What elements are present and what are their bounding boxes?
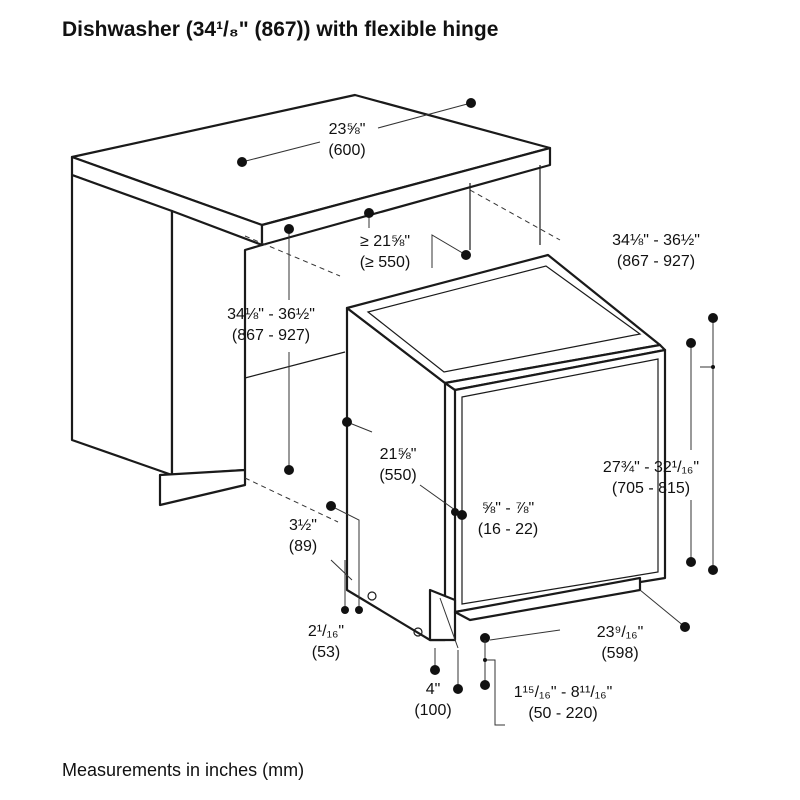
cabinet-drawing [70, 93, 561, 523]
cabinet-width-inch: 23⅝" [329, 121, 366, 138]
dimension-lines [237, 98, 718, 726]
panel-height-inch: 27¾" - 32¹/₁₆" [603, 459, 699, 476]
toe-kick-depth-inch: 3½" [289, 517, 317, 534]
door-gap-mm: (16 - 22) [478, 521, 538, 538]
door-gap-inch: ⅝" - ⅞" [482, 500, 534, 517]
plinth-range-inch: 1¹⁵/₁₆" - 8¹¹/₁₆" [514, 684, 613, 701]
unit-depth-mm: (550) [379, 467, 416, 484]
cabinet-width-mm: (600) [328, 142, 365, 159]
cabinet-height-inch: 34⅛" - 36½" [227, 306, 315, 323]
panel-width-mm: (598) [601, 645, 638, 662]
toe-kick-depth-mm: (89) [289, 538, 317, 555]
panel-width-inch: 23⁹/₁₆" [597, 624, 644, 641]
plinth-mm: (100) [414, 702, 451, 719]
dimension-labels: 23⅝" (600) ≥ 21⅝" (≥ 550) 34⅛" - 36½" (8… [227, 121, 700, 722]
min-depth-inch: ≥ 21⅝" [360, 233, 410, 250]
page-title: Dishwasher (34¹/₈" (867)) with flexible … [62, 18, 499, 41]
unit-height-mm: (867 - 927) [617, 253, 695, 270]
measurement-units-note: Measurements in inches (mm) [62, 760, 305, 780]
toe-kick-height-mm: (53) [312, 644, 340, 661]
min-depth-mm: (≥ 550) [360, 254, 411, 271]
unit-depth-inch: 21⅝" [380, 446, 417, 463]
cabinet-height-mm: (867 - 927) [232, 327, 310, 344]
panel-height-mm: (705 - 815) [612, 480, 690, 497]
plinth-range-mm: (50 - 220) [528, 705, 597, 722]
unit-height-inch: 34⅛" - 36½" [612, 232, 700, 249]
dishwasher-drawing [345, 253, 667, 642]
plinth-inch: 4" [426, 681, 441, 698]
toe-kick-height-inch: 2¹/₁₆" [308, 623, 344, 640]
